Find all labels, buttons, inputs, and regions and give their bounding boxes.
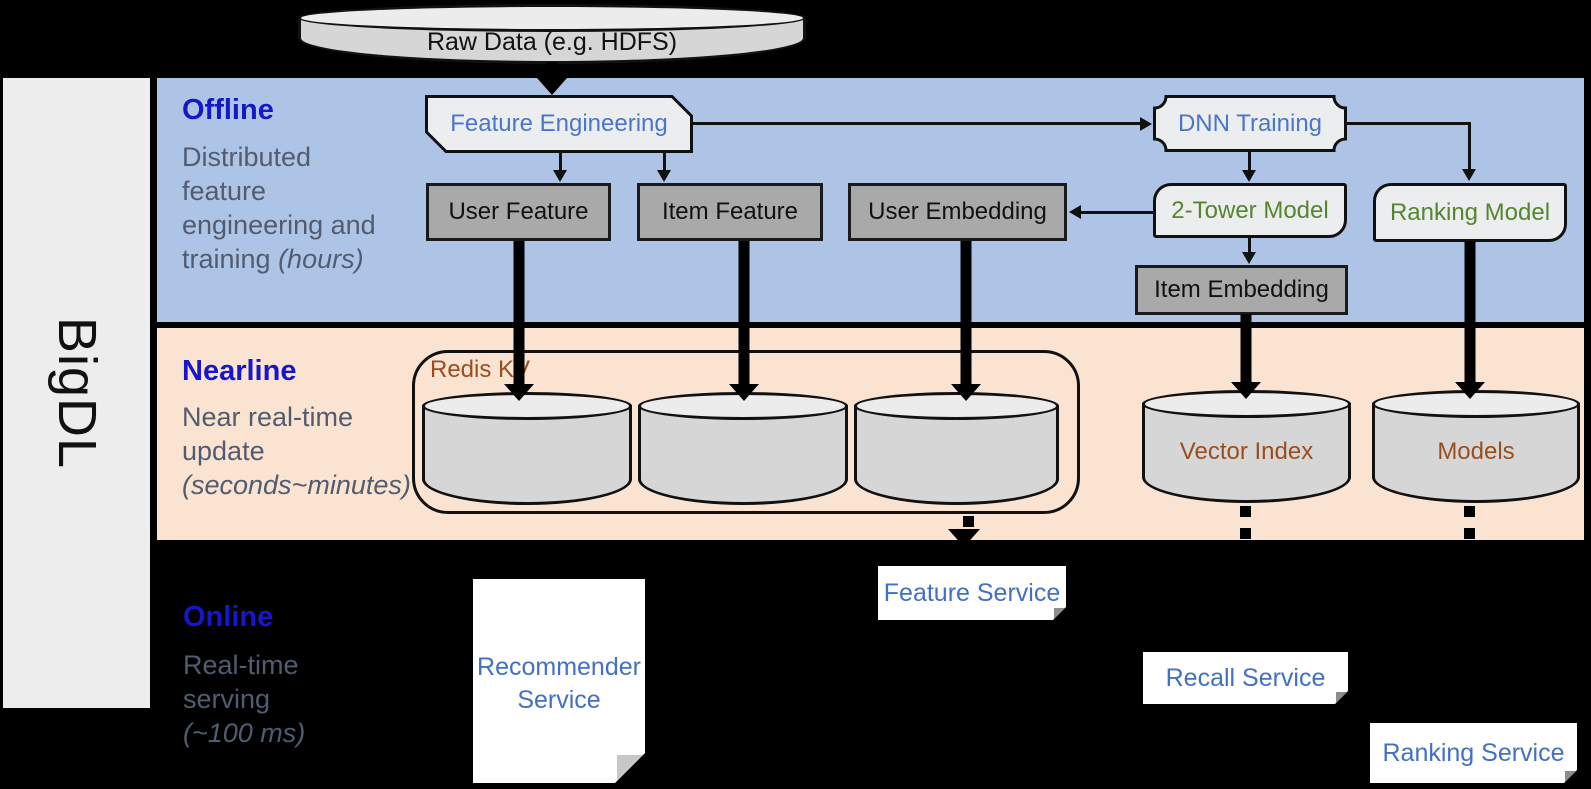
recall-service-label: Recall Service (1165, 664, 1326, 692)
arrow-item-feature-to-redis (729, 241, 759, 401)
raw-data-label: Raw Data (e.g. HDFS) (426, 28, 678, 56)
ranking-model-label: Ranking Model (1389, 198, 1551, 226)
dashed-connector-vector-index (1240, 506, 1251, 517)
arrow-fe-to-dnn (693, 122, 1141, 125)
offline-section-label: Offline (182, 94, 274, 126)
folded-corner-icon (1336, 692, 1347, 703)
redis-kv-label: Redis KV (430, 356, 531, 383)
arrowhead-down-icon (948, 529, 980, 547)
arrow-user-feature-to-redis (504, 241, 534, 401)
redis-store-cylinder-1 (422, 392, 632, 505)
feature-service-box: Feature Service (878, 566, 1066, 620)
folded-corner-icon (617, 755, 644, 782)
models-store: Models (1372, 390, 1580, 503)
recall-service-box: Recall Service (1143, 652, 1348, 704)
two-tower-model-label: 2-Tower Model (1171, 196, 1329, 224)
recommender-service-label: Recommender Service (477, 653, 641, 714)
cylinder-top (298, 4, 806, 32)
arrow-fe-to-item-feature (663, 153, 666, 172)
cylinder-body (638, 405, 848, 505)
arrowhead-down-icon (1462, 169, 1476, 181)
bigdl-sidebar: BigDL (3, 78, 150, 708)
snip-corner-shape (425, 95, 693, 153)
ranking-service-box: Ranking Service (1370, 723, 1577, 783)
redis-store-cylinder-3 (854, 392, 1059, 505)
feature-service-label: Feature Service (883, 579, 1061, 607)
arrow-rawdata-to-fe (537, 62, 567, 95)
desc-line: feature (182, 176, 267, 206)
user-embedding-box: User Embedding (848, 183, 1067, 241)
item-embedding-box: Item Embedding (1135, 265, 1348, 315)
ranking-service-label: Ranking Service (1382, 739, 1565, 767)
desc-line: Distributed (182, 142, 312, 172)
arrow-user-embedding-to-redis (951, 241, 981, 401)
models-label: Models (1437, 438, 1515, 465)
dashed-connector-vector-index (1240, 528, 1251, 539)
feature-engineering-box: Feature Engineering (425, 95, 693, 153)
item-feature-label: Item Feature (661, 198, 799, 225)
arrow-two-tower-to-item-embedding (1248, 238, 1251, 254)
cylinder-body (1372, 403, 1580, 503)
redis-store-cylinder-2 (638, 392, 848, 505)
offline-section-description: Distributed feature engineering and trai… (182, 140, 376, 276)
plaque-shape (1153, 95, 1347, 152)
folded-corner-icon (1565, 771, 1576, 782)
desc-line: Near real-time (182, 402, 354, 432)
arrow-fe-to-user-feature (559, 153, 562, 172)
desc-line: serving (183, 684, 271, 714)
dnn-training-label: DNN Training (1177, 109, 1323, 137)
desc-line: update (182, 436, 265, 466)
desc-line: (~100 ms) (183, 718, 306, 748)
user-embedding-label: User Embedding (868, 198, 1047, 225)
arrowhead-left-icon (1069, 205, 1081, 219)
two-tower-model-box: 2-Tower Model (1153, 183, 1347, 238)
arrow-dnn-to-ranking-v (1468, 122, 1471, 170)
vector-index-label: Vector Index (1179, 438, 1314, 465)
arrow-ranking-model-to-models (1455, 241, 1485, 399)
bigdl-label: BigDL (46, 316, 107, 470)
arrowhead-down-icon (1242, 170, 1256, 182)
dnn-training-box: DNN Training (1153, 95, 1347, 152)
desc-line: training (hours) (182, 244, 364, 274)
dashed-connector-models (1464, 506, 1475, 517)
raw-data-store: Raw Data (e.g. HDFS) (298, 4, 806, 64)
nearline-section-description: Near real-time update (seconds~minutes) (182, 400, 411, 502)
folded-corner-icon (1054, 608, 1065, 619)
cylinder-body (422, 405, 632, 505)
arrow-dnn-to-ranking-h (1347, 122, 1471, 125)
cylinder-body (854, 405, 1059, 505)
user-feature-label: User Feature (448, 198, 589, 225)
item-embedding-label: Item Embedding (1154, 276, 1329, 303)
online-section-label: Online (183, 601, 274, 633)
online-section-description: Real-time serving (~100 ms) (183, 648, 305, 750)
arrowhead-down-icon (1242, 252, 1256, 264)
vector-index-store: Vector Index (1142, 390, 1351, 503)
arrowhead-down-icon (657, 170, 671, 182)
item-feature-box: Item Feature (637, 183, 823, 241)
desc-line: engineering and (182, 210, 376, 240)
user-feature-box: User Feature (426, 183, 611, 241)
ranking-model-box: Ranking Model (1373, 183, 1567, 242)
nearline-section-label: Nearline (182, 355, 297, 387)
arrowhead-down-icon (553, 170, 567, 182)
arrow-item-embedding-to-vector-index (1231, 314, 1261, 399)
arrowhead-right-icon (1140, 117, 1152, 131)
dashed-connector-models (1464, 528, 1475, 539)
desc-line: (seconds~minutes) (182, 470, 411, 500)
cylinder-body (1142, 403, 1351, 503)
dashed-connector-redis (963, 516, 974, 527)
desc-line: Real-time (183, 650, 299, 680)
arrow-two-tower-to-user-embedding (1081, 211, 1153, 214)
recommender-service-doc: Recommender Service (473, 579, 645, 783)
feature-engineering-label: Feature Engineering (450, 110, 668, 137)
arrow-dnn-to-two-tower (1248, 152, 1251, 172)
